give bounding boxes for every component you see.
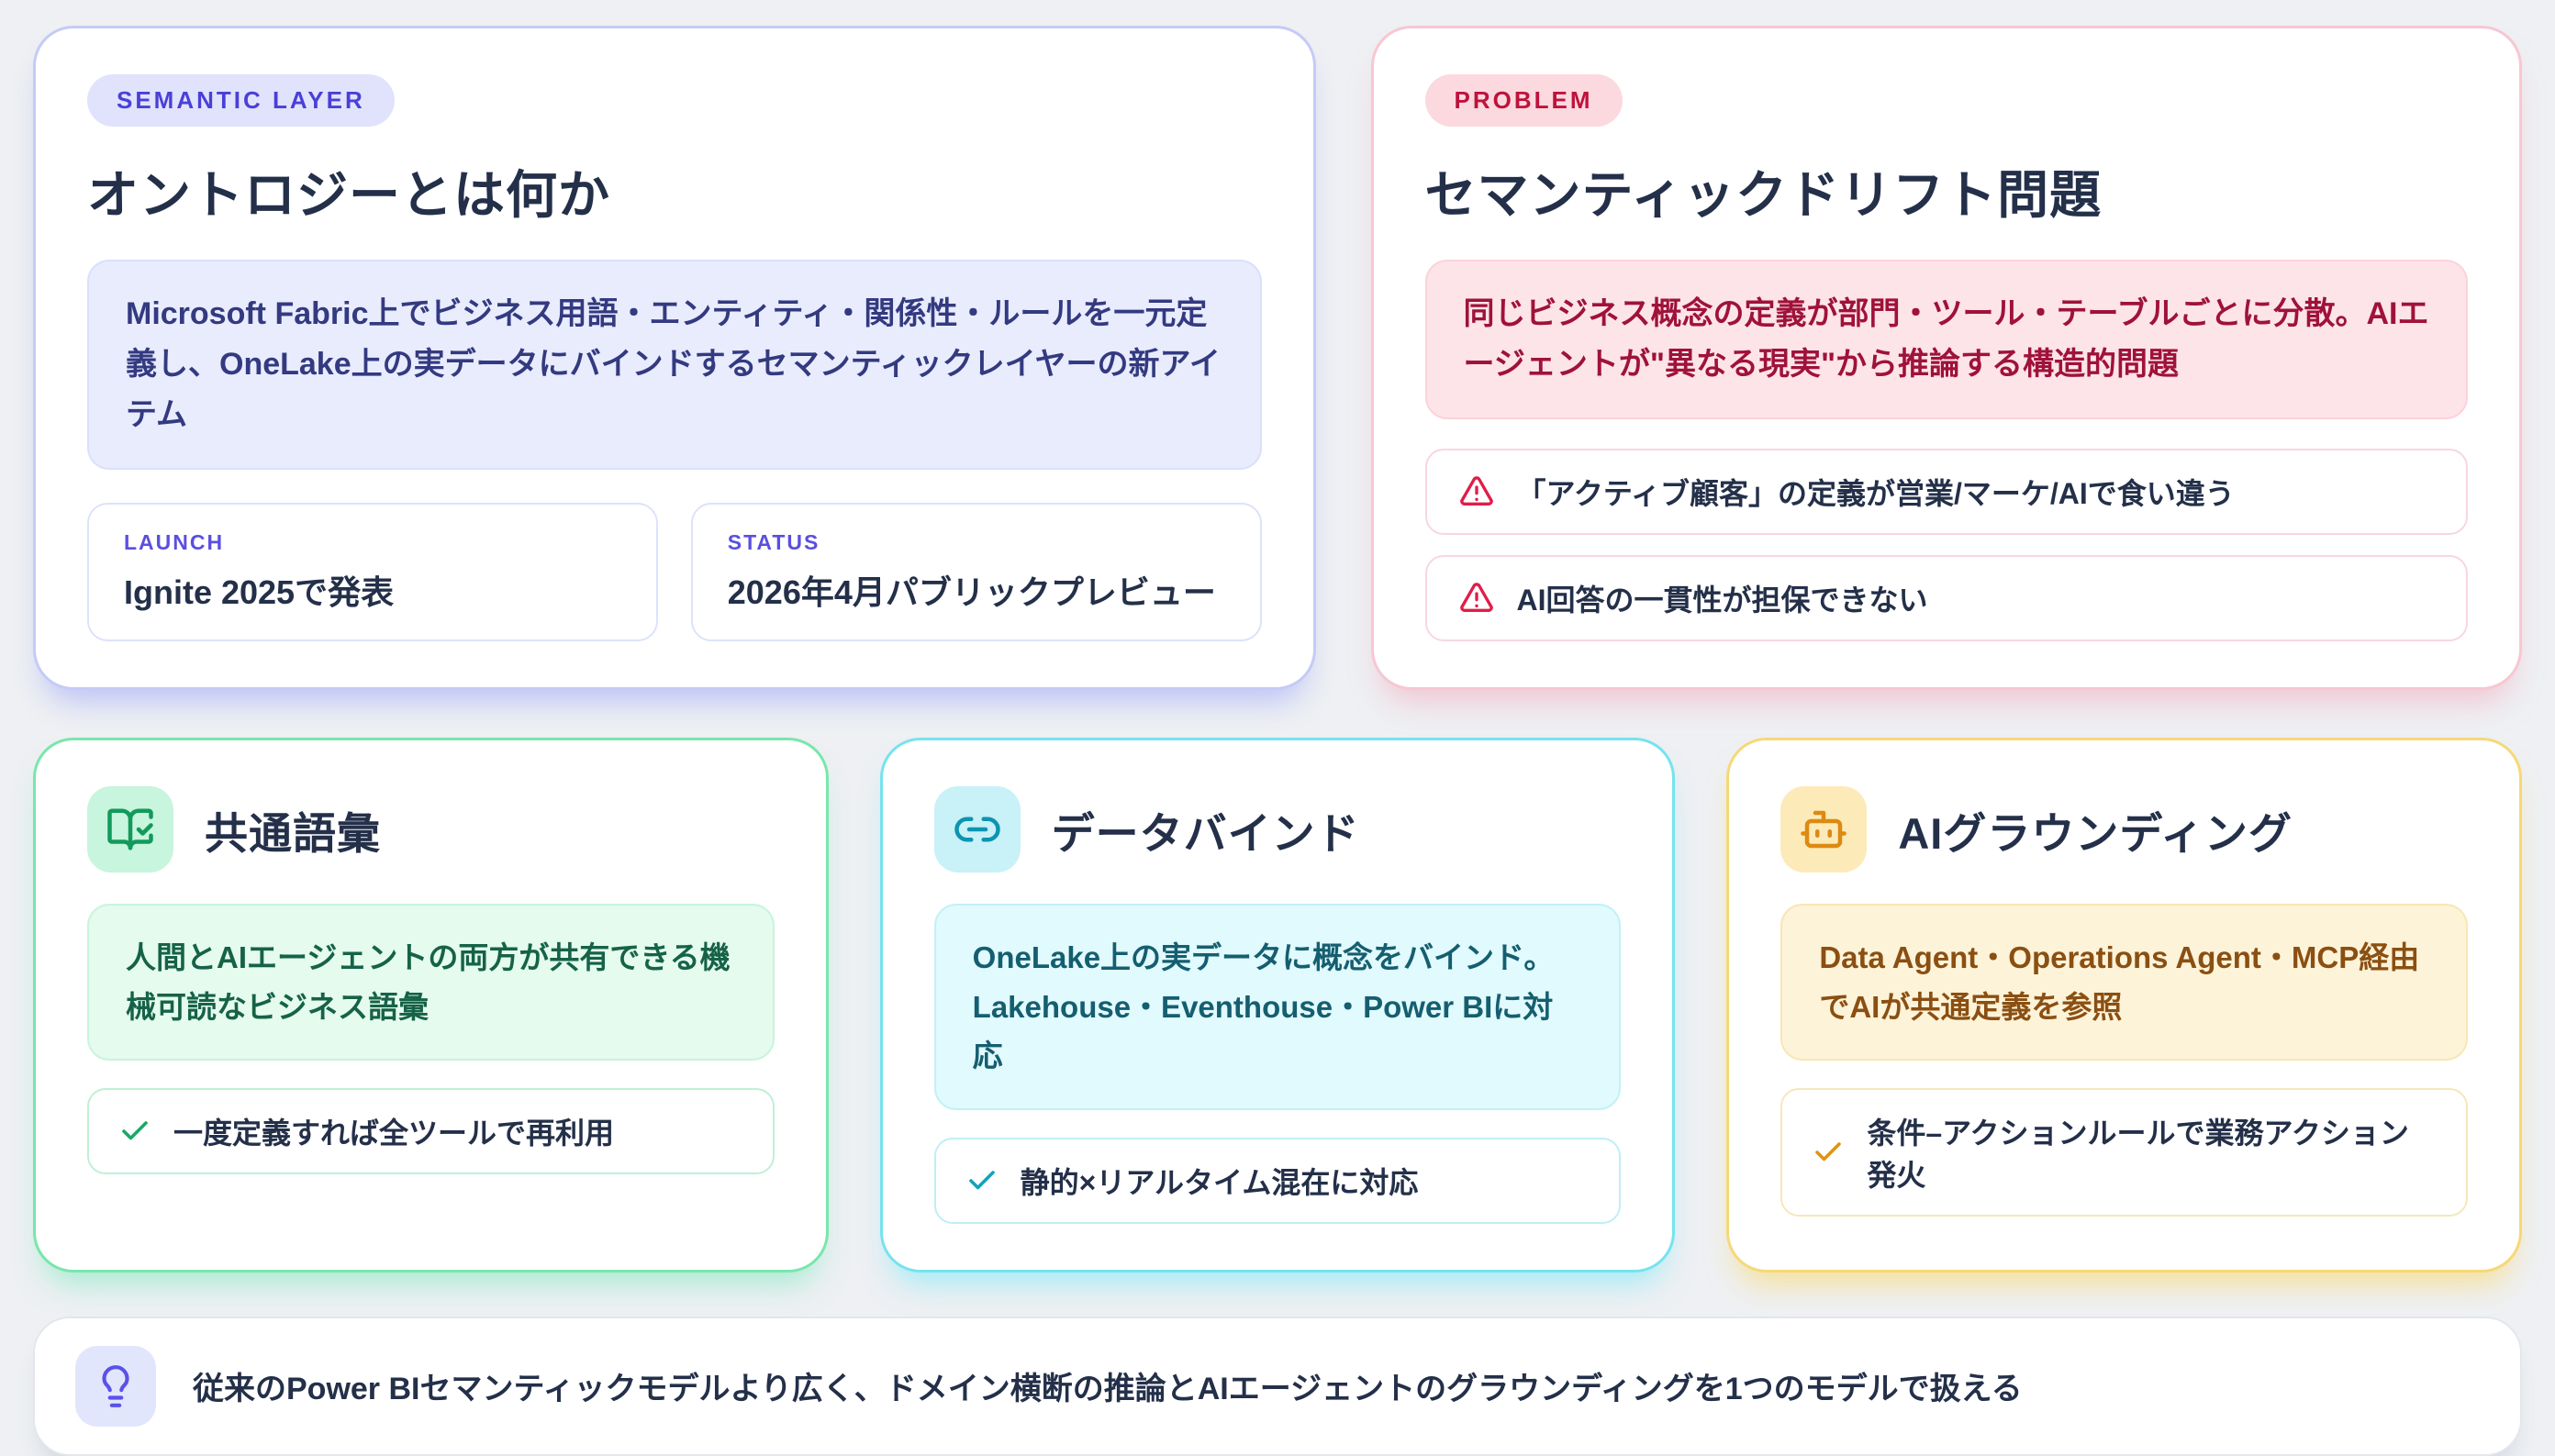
hero-facts: LAUNCH Ignite 2025で発表 STATUS 2026年4月パブリッ…	[87, 503, 1262, 642]
feature-point-text: 静的×リアルタイム混在に対応	[1020, 1165, 1419, 1199]
feature-title: データバインド	[1051, 808, 1360, 858]
semantic-layer-card: SEMANTIC LAYER オントロジーとは何か Microsoft Fabr…	[33, 26, 1316, 691]
problem-badge: PROBLEM	[1424, 74, 1623, 127]
footer-note-text: 従来のPower BIセマンティックモデルより広く、ドメイン横断の推論とAIエー…	[193, 1372, 2023, 1407]
check-icon	[965, 1164, 999, 1197]
feature-point: 条件–アクションルールで業務アクション発火	[1780, 1088, 2468, 1217]
feature-description: 人間とAIエージェントの両方が共有できる機械可読なビジネス語彙	[87, 904, 775, 1061]
warning-triangle-icon	[1458, 473, 1495, 510]
semantic-layer-badge: SEMANTIC LAYER	[87, 74, 395, 127]
feature-point-text: 一度定義すれば全ツールで再利用	[173, 1117, 615, 1150]
feature-card-ai-grounding: AIグラウンディング Data Agent・Operations Agent・M…	[1726, 738, 2522, 1273]
lightbulb-icon	[75, 1345, 156, 1427]
issue-text: 「アクティブ顧客」の定義が営業/マーケ/AIで食い違う	[1516, 477, 2235, 511]
feature-title: AIグラウンディング	[1898, 808, 2293, 858]
top-row: SEMANTIC LAYER オントロジーとは何か Microsoft Fabr…	[33, 26, 2522, 691]
problem-card: PROBLEM セマンティックドリフト問題 同じビジネス概念の定義が部門・ツール…	[1370, 26, 2522, 691]
hero-description: Microsoft Fabric上でビジネス用語・エンティティ・関係性・ルールを…	[87, 260, 1262, 471]
robot-icon	[1780, 786, 1868, 873]
feature-point: 静的×リアルタイム混在に対応	[933, 1137, 1622, 1224]
issue-text: AI回答の一貫性が担保できない	[1516, 584, 1928, 617]
feature-point: 一度定義すれば全ツールで再利用	[87, 1088, 775, 1175]
book-open-check-icon	[87, 786, 173, 873]
feature-header: 共通語彙	[87, 786, 775, 873]
status-label: STATUS	[727, 530, 820, 555]
check-icon	[1812, 1136, 1845, 1169]
feature-title: 共通語彙	[205, 808, 381, 858]
warning-triangle-icon	[1458, 580, 1495, 617]
hero-title: オントロジーとは何か	[87, 166, 610, 224]
feature-header: データバインド	[933, 786, 1622, 873]
problem-title: セマンティックドリフト問題	[1424, 166, 2103, 224]
problem-description: 同じビジネス概念の定義が部門・ツール・テーブルごとに分散。AIエージェントが"異…	[1424, 260, 2468, 420]
feature-description: OneLake上の実データに概念をバインド。 Lakehouse・Eventho…	[933, 904, 1622, 1110]
issue-list: 「アクティブ顧客」の定義が営業/マーケ/AIで食い違う AI回答の一貫性が担保で…	[1424, 449, 2468, 642]
launch-label: LAUNCH	[124, 530, 225, 555]
link-icon	[933, 786, 1021, 873]
feature-card-data-bind: データバインド OneLake上の実データに概念をバインド。 Lakehouse…	[879, 738, 1676, 1273]
status-value: 2026年4月パブリックプレビュー	[727, 573, 1216, 612]
infographic-canvas: SEMANTIC LAYER オントロジーとは何か Microsoft Fabr…	[33, 26, 2522, 1456]
launch-value: Ignite 2025で発表	[124, 573, 395, 612]
feature-description: Data Agent・Operations Agent・MCP経由でAIが共通定…	[1780, 904, 2468, 1061]
feature-row: 共通語彙 人間とAIエージェントの両方が共有できる機械可読なビジネス語彙 一度定…	[33, 738, 2522, 1273]
launch-fact-card: LAUNCH Ignite 2025で発表	[87, 503, 658, 642]
issue-row: AI回答の一貫性が担保できない	[1424, 555, 2468, 642]
feature-card-common-vocabulary: 共通語彙 人間とAIエージェントの両方が共有できる機械可読なビジネス語彙 一度定…	[33, 738, 829, 1273]
check-icon	[118, 1115, 151, 1148]
status-fact-card: STATUS 2026年4月パブリックプレビュー	[690, 503, 1262, 642]
footer-note-bar: 従来のPower BIセマンティックモデルより広く、ドメイン横断の推論とAIエー…	[33, 1316, 2522, 1456]
feature-header: AIグラウンディング	[1780, 786, 2468, 873]
feature-point-text: 条件–アクションルールで業務アクション発火	[1867, 1117, 2409, 1193]
issue-row: 「アクティブ顧客」の定義が営業/マーケ/AIで食い違う	[1424, 449, 2468, 536]
